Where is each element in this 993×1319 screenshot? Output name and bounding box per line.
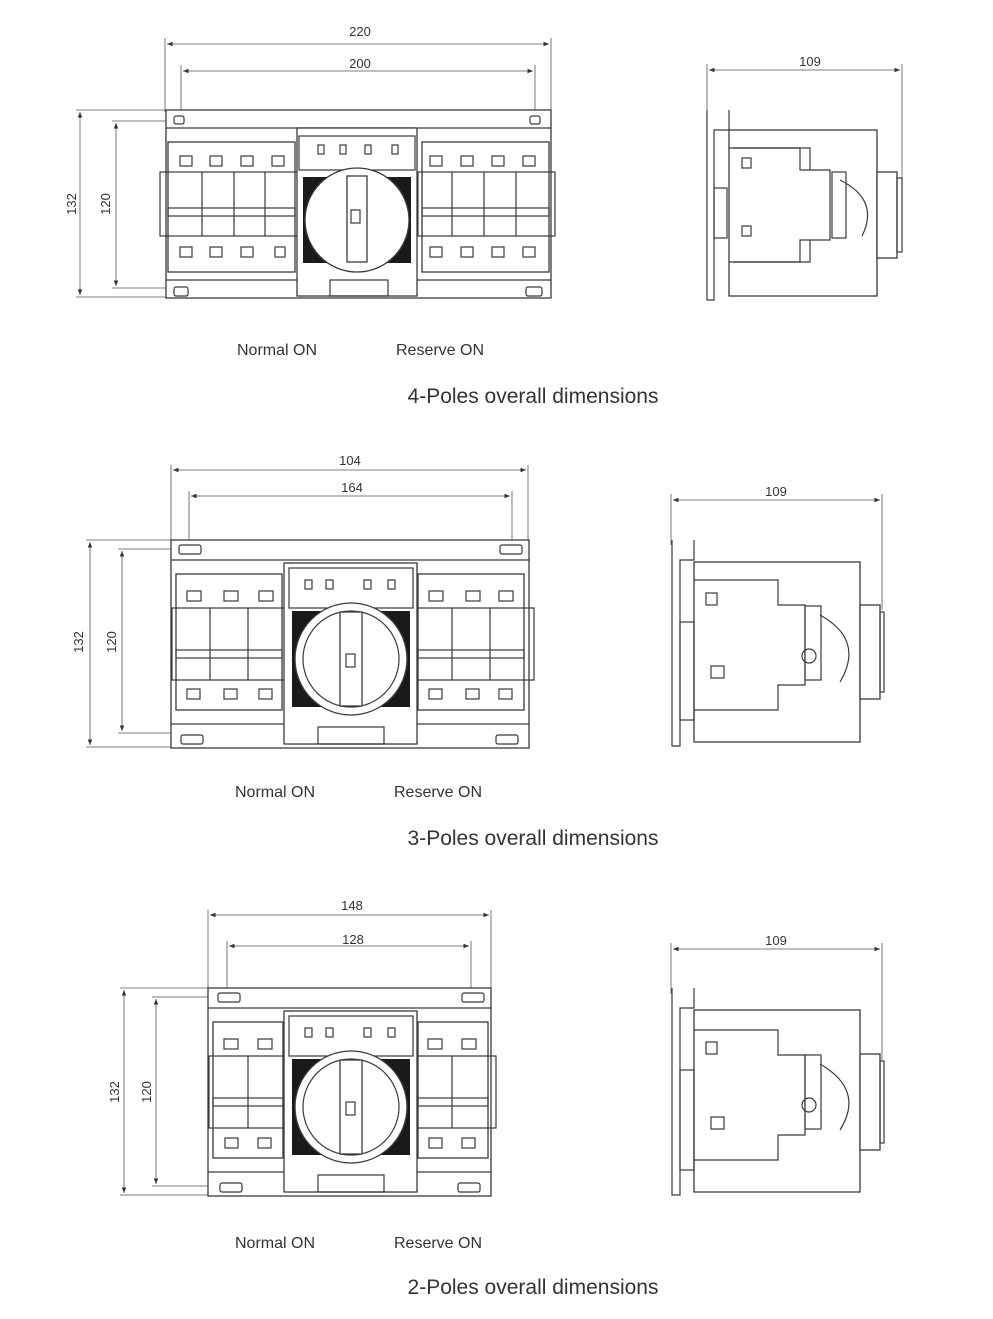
dim-total-height: 132 — [64, 193, 79, 215]
side-view-3p: 109 — [670, 484, 885, 747]
dim-inner-height: 120 — [98, 193, 113, 215]
dim-inner-width: 128 — [342, 932, 364, 947]
dim-total-height: 132 — [107, 1081, 122, 1103]
section-2-poles: 148 128 132 120 — [107, 898, 885, 1299]
section-caption: 4-Poles overall dimensions — [408, 385, 659, 408]
dim-inner-height: 120 — [139, 1081, 154, 1103]
dim-inner-width: 200 — [349, 56, 371, 71]
label-normal-on: Normal ON — [235, 784, 315, 801]
dim-total-width: 104 — [339, 453, 361, 468]
label-reserve-on: Reserve ON — [394, 784, 482, 801]
dim-total-width: 148 — [341, 898, 363, 913]
dim-inner-width: 164 — [341, 480, 363, 495]
section-4-poles: 220 200 132 120 — [64, 24, 903, 408]
label-normal-on: Normal ON — [235, 1235, 315, 1252]
label-reserve-on: Reserve ON — [396, 342, 484, 359]
section-caption: 2-Poles overall dimensions — [408, 1276, 659, 1299]
dim-depth: 109 — [799, 54, 821, 69]
front-dimensions-4p: 220 200 132 120 — [64, 24, 552, 298]
dim-total-height: 132 — [71, 631, 86, 653]
front-dimensions-2p: 148 128 132 120 — [107, 898, 492, 1196]
side-view-4p: 109 — [706, 54, 903, 301]
side-view-2p: 109 — [670, 933, 885, 1196]
front-dimensions-3p: 104 164 132 120 — [71, 453, 529, 748]
front-view-2p — [207, 987, 497, 1197]
label-normal-on: Normal ON — [237, 342, 317, 359]
dim-total-width: 220 — [349, 24, 371, 39]
dim-depth: 109 — [765, 484, 787, 499]
section-3-poles: 104 164 132 120 — [71, 453, 885, 850]
front-view-3p — [170, 539, 535, 749]
label-reserve-on: Reserve ON — [394, 1235, 482, 1252]
dim-depth: 109 — [765, 933, 787, 948]
section-caption: 3-Poles overall dimensions — [408, 827, 659, 850]
front-view-4p — [159, 109, 556, 299]
dim-inner-height: 120 — [104, 631, 119, 653]
